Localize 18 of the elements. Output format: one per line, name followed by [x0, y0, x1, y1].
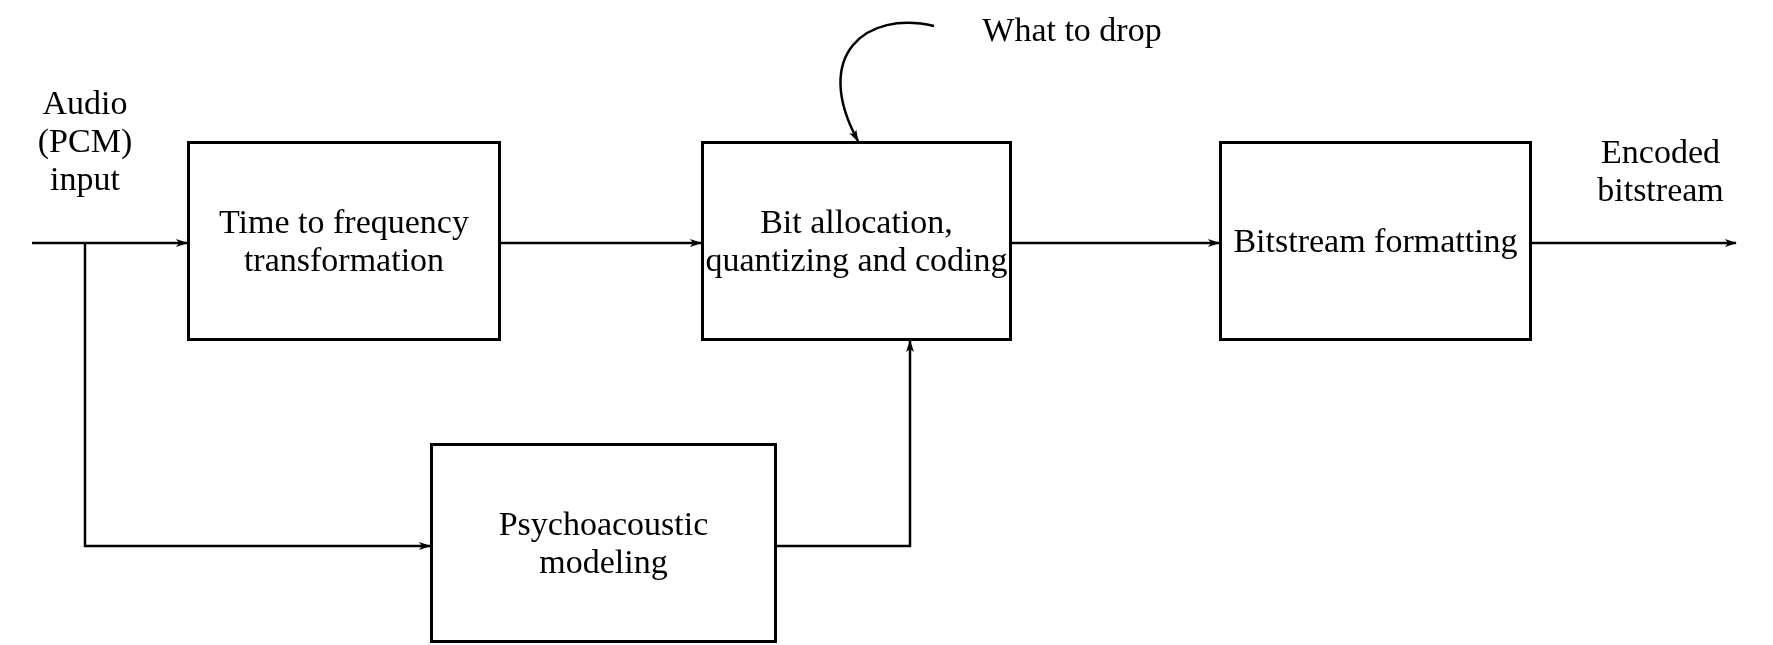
- box-label: Bit allocation, quantizing and coding: [704, 202, 1009, 280]
- box-label: Time to frequency transformation: [218, 202, 470, 280]
- arrow: [839, 21, 935, 142]
- arrow: [501, 239, 702, 247]
- arrow: [1012, 239, 1220, 247]
- box-label: Bitstream formatting: [1233, 221, 1518, 261]
- process-box: [430, 443, 777, 643]
- box-label: Psychoacoustic modeling: [497, 504, 710, 582]
- arrow: [32, 239, 188, 247]
- arrow: [777, 340, 914, 548]
- process-box: [701, 141, 1012, 341]
- arrow: [83, 243, 431, 550]
- arrow: [1532, 239, 1737, 247]
- input-label: Audio (PCM) input: [36, 83, 134, 199]
- process-box: [187, 141, 501, 341]
- annotation-text: What to drop: [982, 10, 1162, 50]
- output-label: Encoded bitstream: [1596, 132, 1725, 210]
- process-box: [1219, 141, 1532, 341]
